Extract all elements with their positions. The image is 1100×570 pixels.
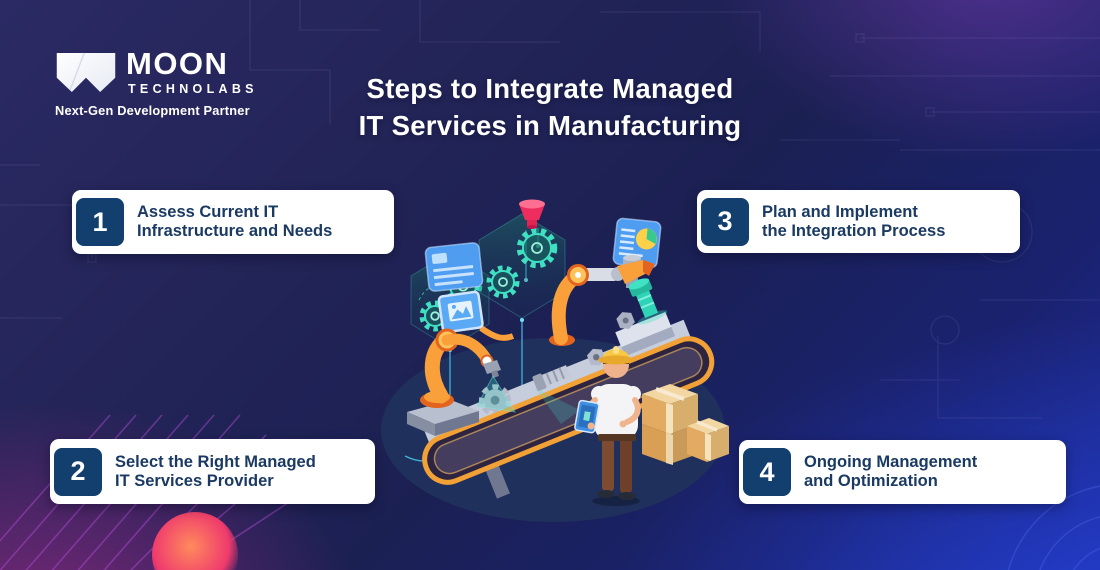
moon-technolabs-logo: MOON TECHNOLABS Next-Gen Development Par…: [55, 46, 265, 120]
step-label-line1: Assess Current IT: [137, 203, 279, 221]
worker-with-tablet-icon: [574, 346, 641, 506]
cardboard-boxes-icon: [642, 384, 729, 465]
step-label-line2: and Optimization: [804, 472, 938, 490]
step-label-line1: Select the Right Managed: [115, 452, 316, 471]
step-number-badge: 2: [54, 447, 102, 496]
logo-tagline: Next-Gen Development Partner: [55, 103, 250, 118]
step-label-line2: IT Services Provider: [115, 471, 274, 490]
step-label: Assess Current IT Infrastructure and Nee…: [137, 203, 332, 241]
step-card-2: 2 Select the Right Managed IT Services P…: [50, 439, 375, 504]
analytics-pie-screen-icon: [612, 217, 662, 269]
teal-part-pedestal: [615, 278, 676, 357]
step-card-4: 4 Ongoing Management and Optimization: [739, 440, 1066, 504]
step-label-line2: the Integration Process: [762, 221, 946, 240]
data-screen-icon: [424, 242, 484, 292]
step-card-3: 3 Plan and Implement the Integration Pro…: [697, 190, 1020, 253]
scan-beam: [476, 374, 516, 413]
step-label-line2: Infrastructure and Needs: [137, 222, 333, 240]
robot-arm-scanner-icon: [407, 328, 516, 436]
step-label-line1: Plan and Implement: [762, 202, 918, 221]
hard-hat-icon: [598, 346, 634, 365]
step-label: Select the Right Managed IT Services Pro…: [115, 453, 316, 491]
monitor-on-arm-icon: [437, 290, 515, 341]
step-label-line1: Ongoing Management: [804, 453, 978, 471]
conveyor-parts: [478, 278, 676, 417]
step-label: Ongoing Management and Optimization: [804, 453, 977, 491]
title-line-1: Steps to Integrate Managed: [366, 73, 734, 104]
logo-sub-text: TECHNOLABS: [128, 82, 258, 96]
step-number-badge: 4: [743, 448, 791, 496]
page-title: Steps to Integrate Managed IT Services i…: [0, 70, 1100, 144]
factory-illustration: [381, 199, 729, 522]
title-line-2: IT Services in Manufacturing: [358, 110, 742, 141]
machine-part-red-icon: [519, 199, 545, 229]
step-card-1: 1 Assess Current IT Infrastructure and N…: [72, 190, 394, 254]
logo-brand-text: MOON: [126, 46, 229, 81]
step-number-badge: 3: [701, 197, 749, 246]
robot-arm-gripper-icon: [549, 255, 655, 346]
step-label: Plan and Implement the Integration Proce…: [762, 203, 945, 241]
gear-hologram-right: [478, 213, 566, 319]
tablet-icon: [574, 399, 600, 434]
conveyor-belt-icon: [422, 278, 715, 499]
tablet-scan-beam: [535, 388, 580, 424]
step-number-badge: 1: [76, 198, 124, 246]
moon-logo-icon: [56, 52, 116, 92]
